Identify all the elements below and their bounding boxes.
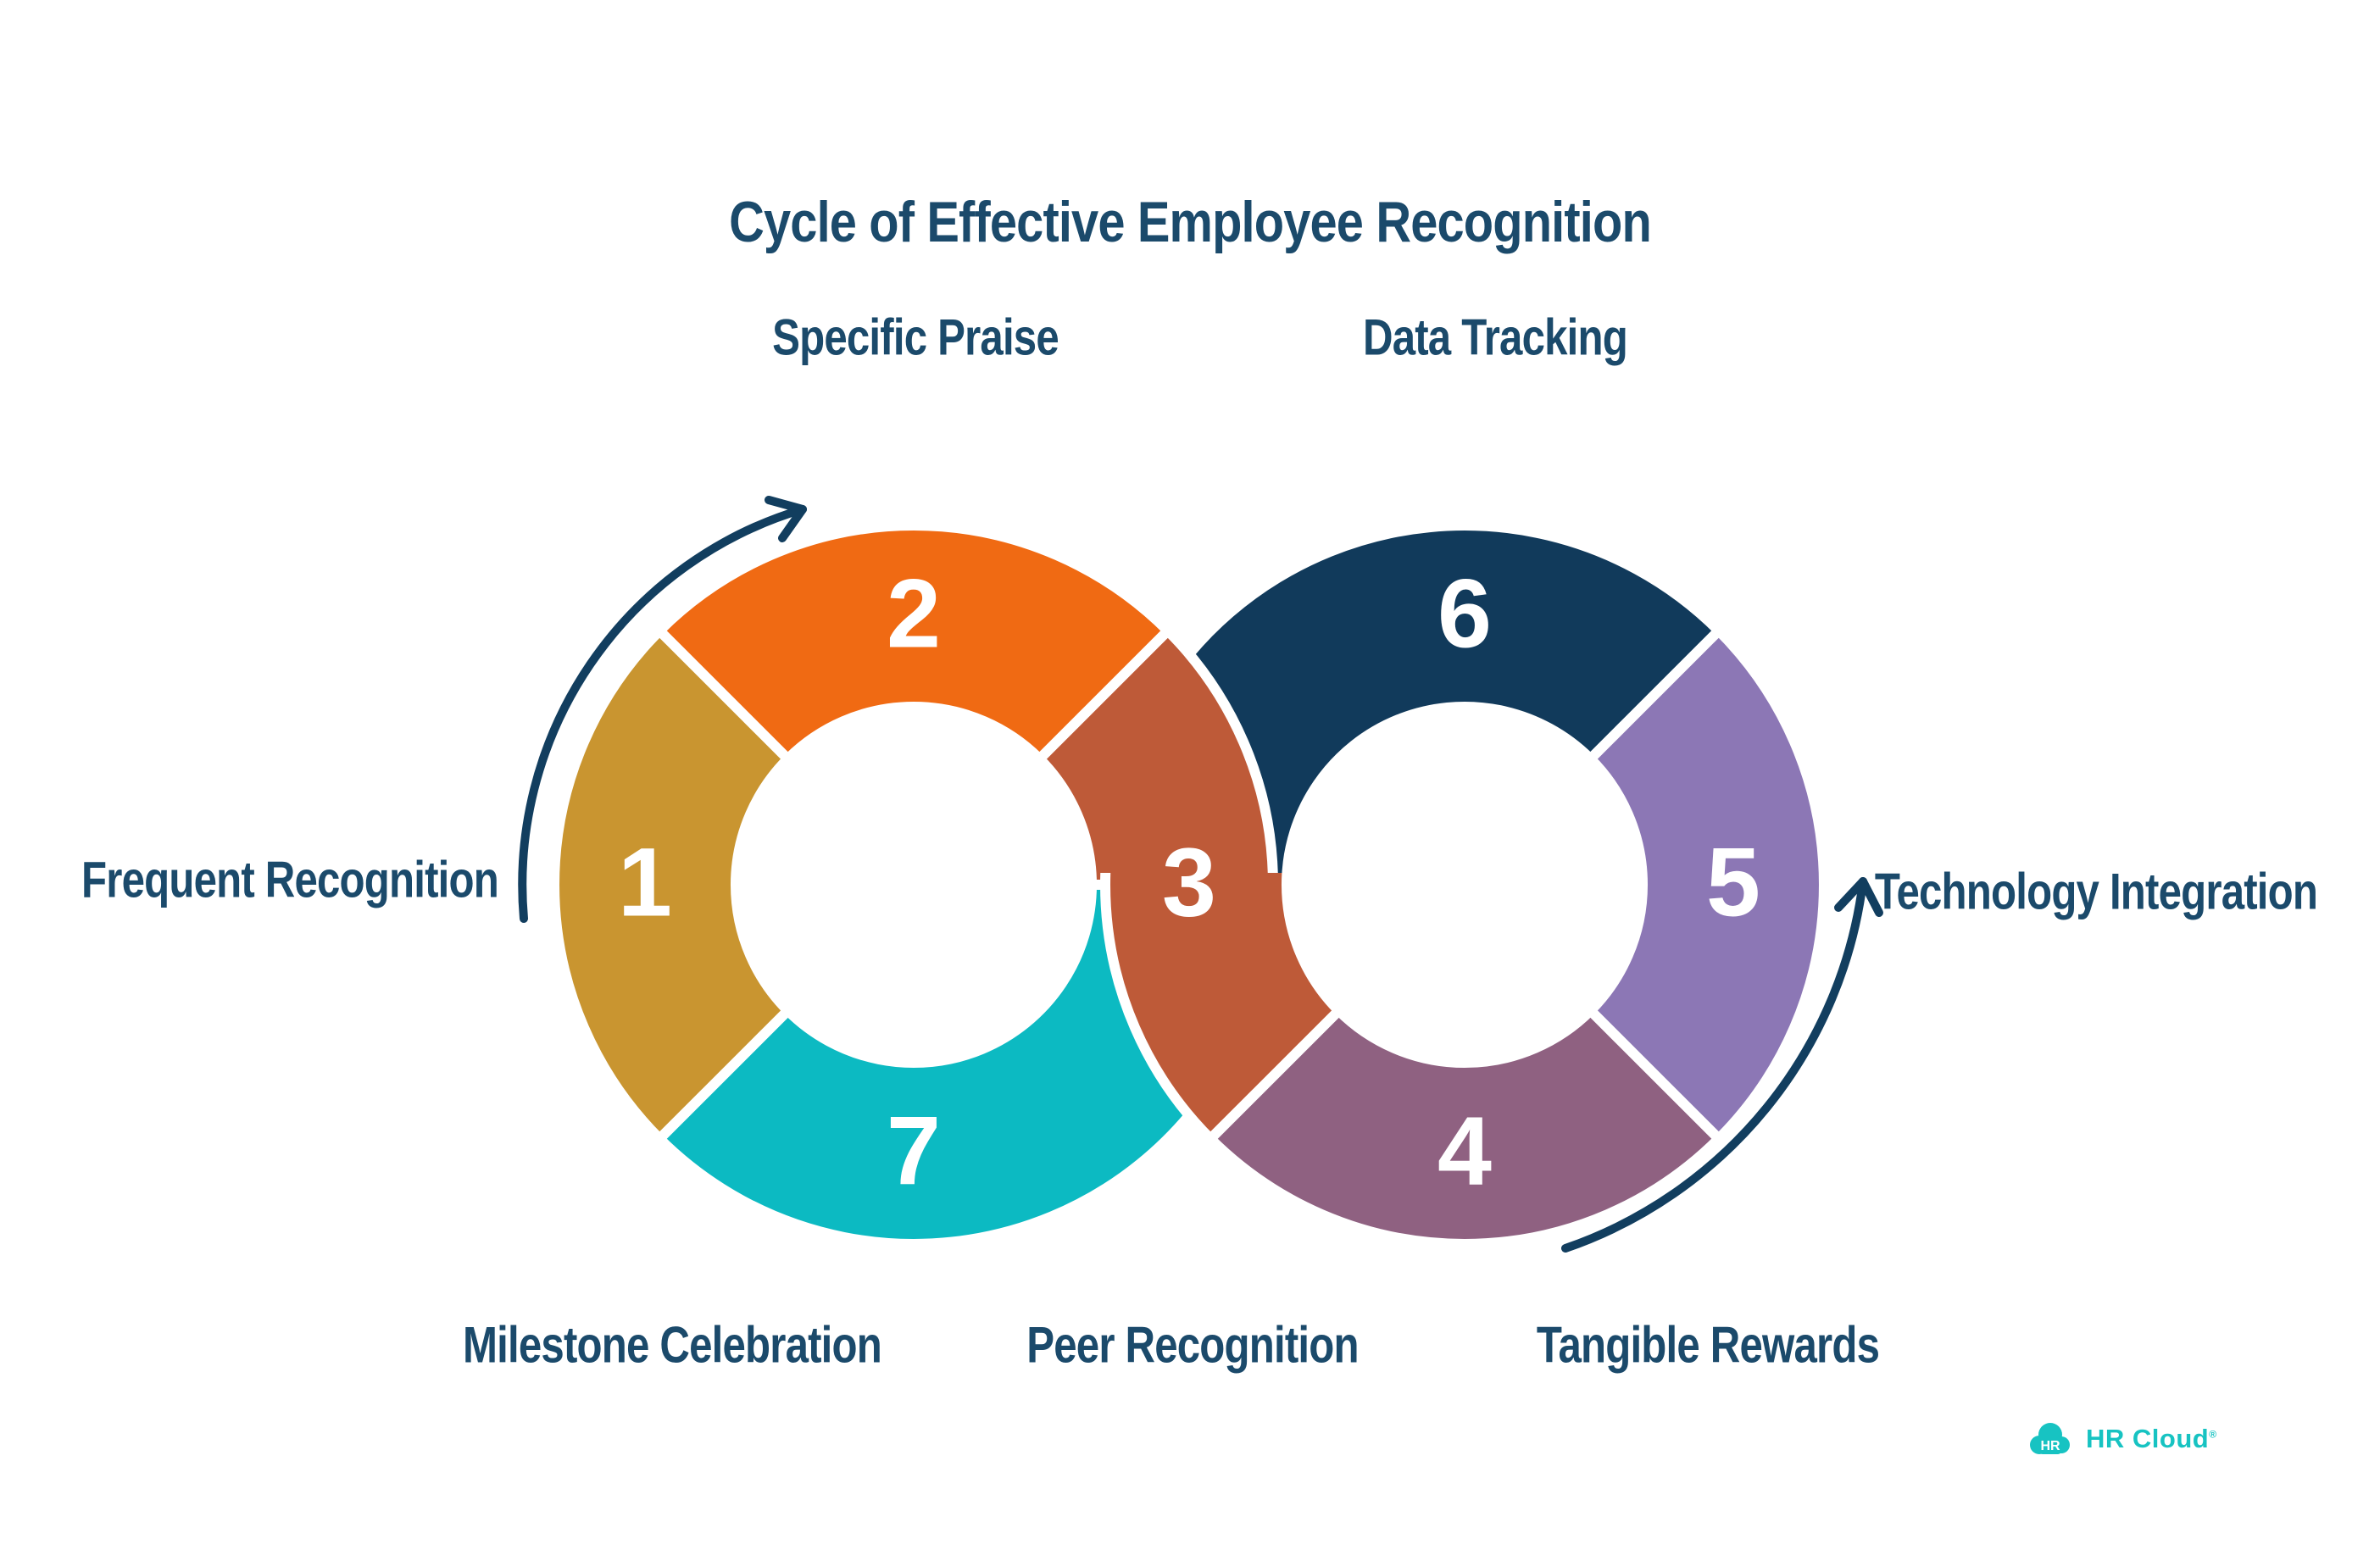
- segment-1-frequent-recognition: [549, 625, 793, 1144]
- logo-wordmark: HR Cloud®: [2086, 1424, 2217, 1454]
- step-number-6: 6: [1437, 559, 1492, 669]
- cycle-arrow-bottom-right: [1561, 877, 1867, 1253]
- logo-badge-text: HR: [2040, 1439, 2060, 1453]
- step-label-tangible-rewards: Tangible Rewards: [1536, 1316, 1880, 1374]
- segment-3-weave-overlay: [1100, 873, 1344, 1144]
- step-number-2: 2: [887, 559, 941, 669]
- step-label-frequent-recognition: Frequent Recognition: [81, 851, 499, 908]
- step-number-3: 3: [1162, 828, 1216, 937]
- step-number-1: 1: [618, 828, 672, 937]
- hr-cloud-logo: HR HR Cloud®: [2027, 1420, 2217, 1458]
- step-number-7: 7: [887, 1097, 941, 1206]
- step-number-5: 5: [1706, 828, 1760, 937]
- step-label-peer-recognition: Peer Recognition: [1026, 1316, 1359, 1374]
- logo-text: HR Cloud: [2086, 1424, 2210, 1453]
- cycle-arrow-top-left-head: [765, 496, 807, 542]
- step-label-milestone-celebration: Milestone Celebration: [463, 1316, 882, 1374]
- step-label-data-tracking: Data Tracking: [1362, 308, 1628, 366]
- registered-mark: ®: [2209, 1428, 2217, 1441]
- cycle-arrow-top-left: [518, 505, 807, 923]
- step-label-technology-integration: Technology Integration: [1874, 863, 2318, 920]
- segment-4-tangible-rewards: [1205, 1005, 1724, 1249]
- step-number-4: 4: [1437, 1097, 1492, 1206]
- page-title: Cycle of Effective Employee Recognition: [729, 190, 1652, 254]
- hr-cloud-logo-icon: HR: [2030, 1423, 2070, 1454]
- cycle-arrow-bottom-right-head: [1834, 877, 1883, 917]
- segment-2-specific-praise: [654, 520, 1173, 764]
- step-label-specific-praise: Specific Praise: [772, 308, 1059, 366]
- segment-5-technology-integration: [1585, 625, 1829, 1144]
